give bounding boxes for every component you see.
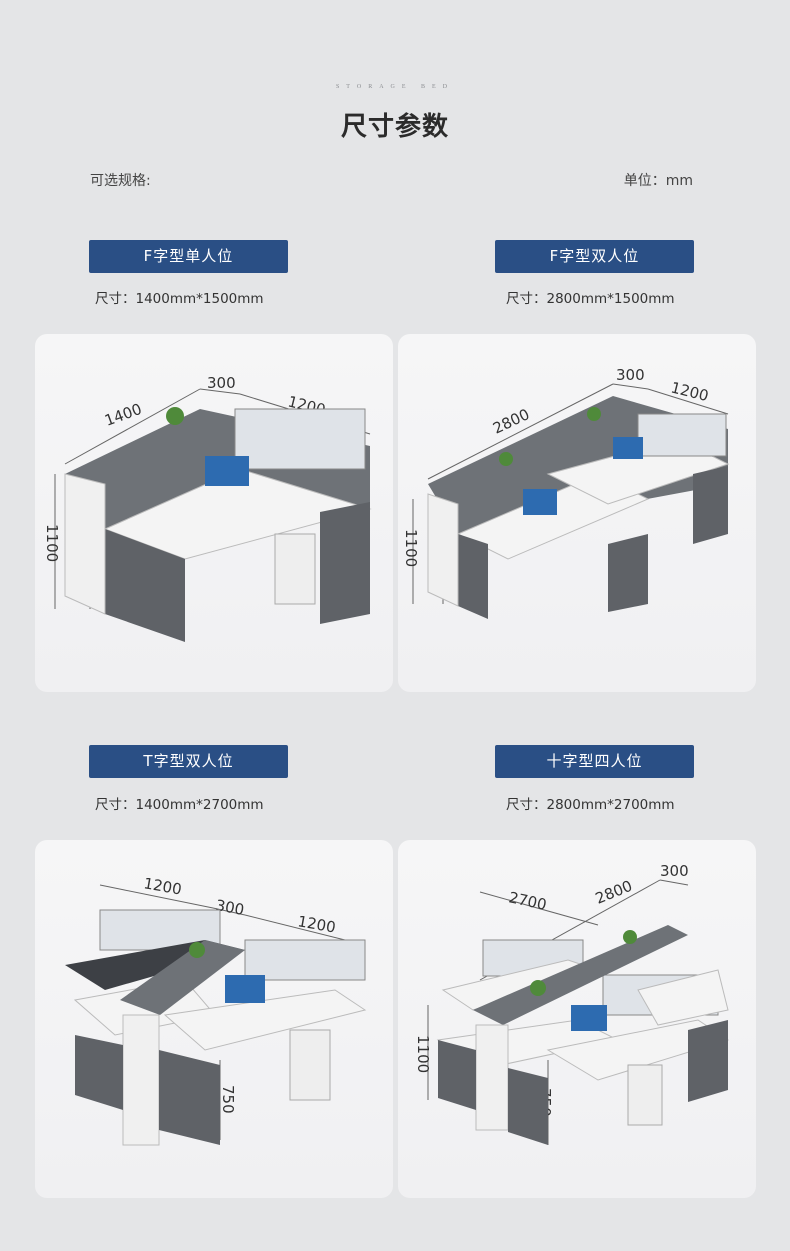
desk-illustration-f-single: 1400 300 1200 1100 750	[43, 374, 372, 642]
product-card-t-double: 1200 300 1200 1400 1100 750	[35, 840, 393, 1198]
product-tag-f-single: F字型单人位	[89, 240, 288, 273]
product-size-f-double: 尺寸：2800mm*1500mm	[506, 291, 675, 307]
dim-shelf: 300	[207, 374, 236, 392]
desk-illustration-f-double: 2800 300 1200 1100 750	[402, 366, 730, 619]
dim-depth: 1200	[669, 378, 710, 405]
laptop-icon	[613, 437, 643, 459]
product-card-f-single: 1400 300 1200 1100 750	[35, 334, 393, 692]
dim-width: 2800	[490, 405, 532, 437]
dim-width-right: 1200	[296, 912, 337, 936]
plant-icon	[530, 980, 546, 996]
plant-icon	[587, 407, 601, 421]
dim-width: 2800	[593, 877, 635, 908]
dim-height-desk: 750	[219, 1085, 237, 1114]
product-tag-t-double: T字型双人位	[89, 745, 288, 778]
desk-illustration-cross-four: 2700 2800 300 1100 750	[414, 862, 730, 1145]
dim-shelf: 300	[214, 896, 245, 919]
product-size-t-double: 尺寸：1400mm*2700mm	[95, 797, 264, 813]
laptop-icon	[571, 1005, 607, 1031]
dim-shelf: 300	[660, 862, 689, 880]
laptop-icon	[205, 456, 249, 486]
plant-icon	[499, 452, 513, 466]
dim-shelf: 300	[616, 366, 645, 384]
product-tag-cross-four: 十字型四人位	[495, 745, 694, 778]
desk-illustration-t-double: 1200 300 1200 1400 1100 750	[65, 874, 367, 1146]
spec-label: 可选规格:	[90, 173, 151, 189]
product-card-cross-four: 2700 2800 300 1100 750	[398, 840, 756, 1198]
product-size-cross-four: 尺寸：2800mm*2700mm	[506, 797, 675, 813]
product-tag-f-double: F字型双人位	[495, 240, 694, 273]
laptop-icon	[225, 975, 265, 1003]
product-card-f-double: 2800 300 1200 1100 750	[398, 334, 756, 692]
laptop-icon	[523, 489, 557, 515]
page-title: 尺寸参数	[340, 112, 449, 142]
plant-icon	[166, 407, 184, 425]
unit-label: 单位：mm	[623, 173, 693, 189]
dim-height-total: 1100	[414, 1035, 432, 1073]
dim-depth: 1400	[102, 400, 144, 430]
dim-height-total: 1100	[43, 524, 61, 562]
plant-icon	[623, 930, 637, 944]
plant-icon	[189, 942, 205, 958]
dim-height-total: 1100	[402, 529, 420, 567]
dim-depth: 2700	[507, 888, 548, 914]
eyebrow-text: STORAGE BED	[335, 84, 455, 90]
product-size-f-single: 尺寸：1400mm*1500mm	[95, 291, 264, 307]
